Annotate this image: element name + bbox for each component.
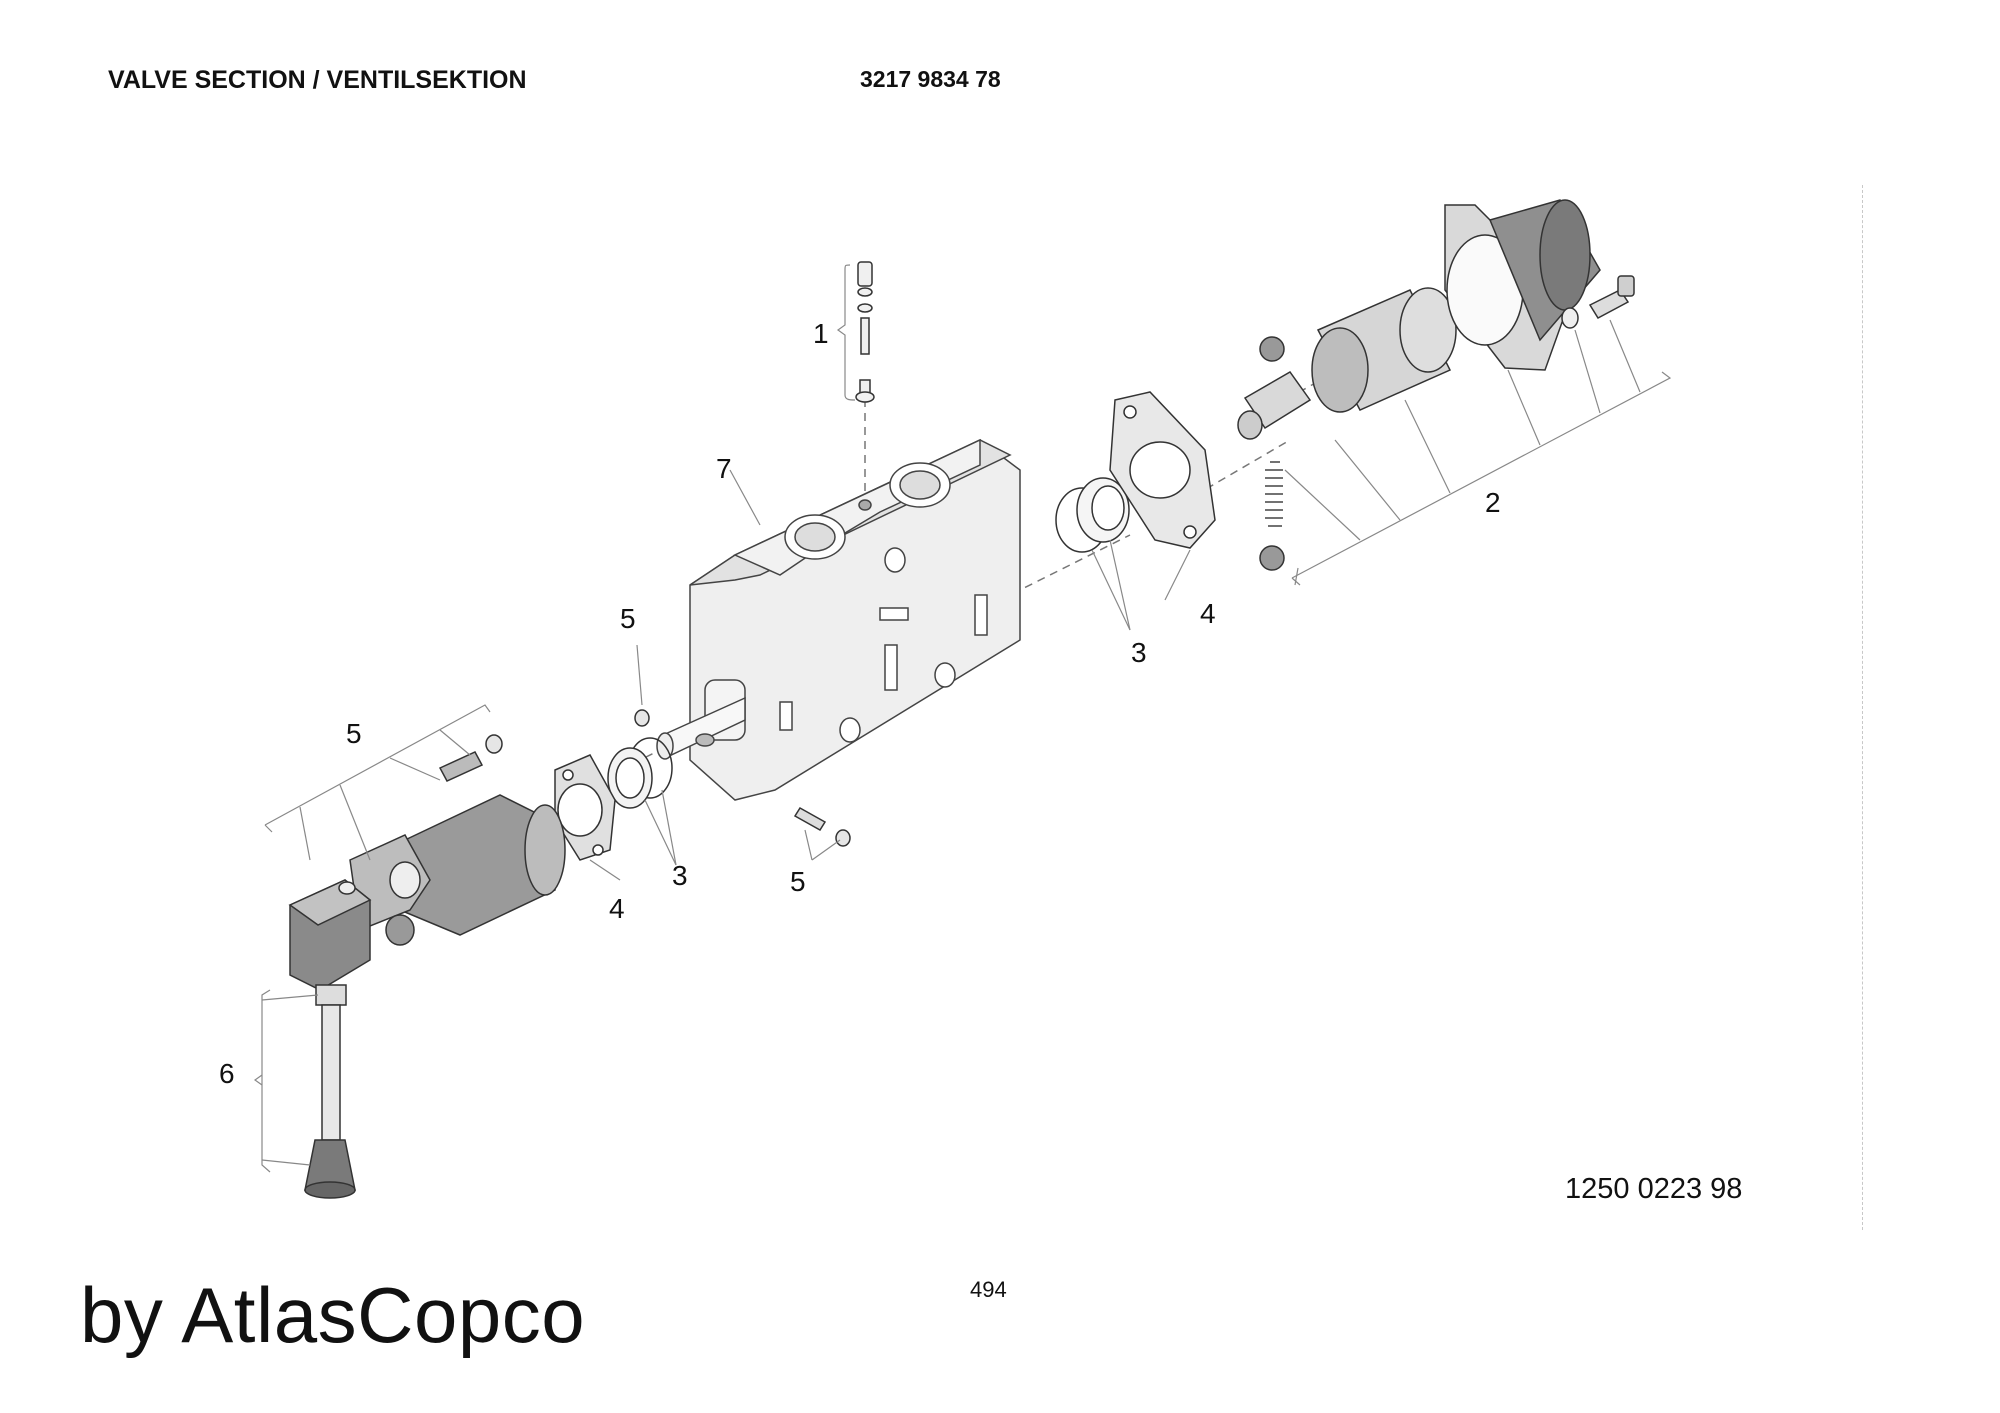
callout-3-left: 3: [672, 860, 688, 891]
callout-5-top: 5: [620, 603, 636, 634]
callout-5-left: 5: [346, 718, 362, 749]
valve-body: [656, 438, 1021, 801]
part-number: 3217 9834 78: [860, 66, 1001, 92]
callout-1: 1: [813, 318, 829, 349]
callout-2: 2: [1485, 487, 1501, 518]
page-number: 494: [970, 1277, 1007, 1302]
margin-line: [1862, 185, 1863, 1230]
callout-3-right: 3: [1131, 637, 1147, 668]
callout-7: 7: [716, 453, 732, 484]
drawing-number: 1250 0223 98: [1565, 1173, 1743, 1205]
item-1-parts: [855, 261, 875, 403]
callout-4-left: 4: [609, 893, 625, 924]
callout-6: 6: [219, 1058, 235, 1089]
right-assembly: [1055, 199, 1635, 571]
page-title: VALVE SECTION / VENTILSEKTION: [108, 66, 527, 94]
callout-4-right: 4: [1200, 598, 1216, 629]
left-assembly: [288, 709, 851, 1199]
brand-footer: by AtlasCopco: [80, 1271, 586, 1359]
callout-5-bottom: 5: [790, 866, 806, 897]
